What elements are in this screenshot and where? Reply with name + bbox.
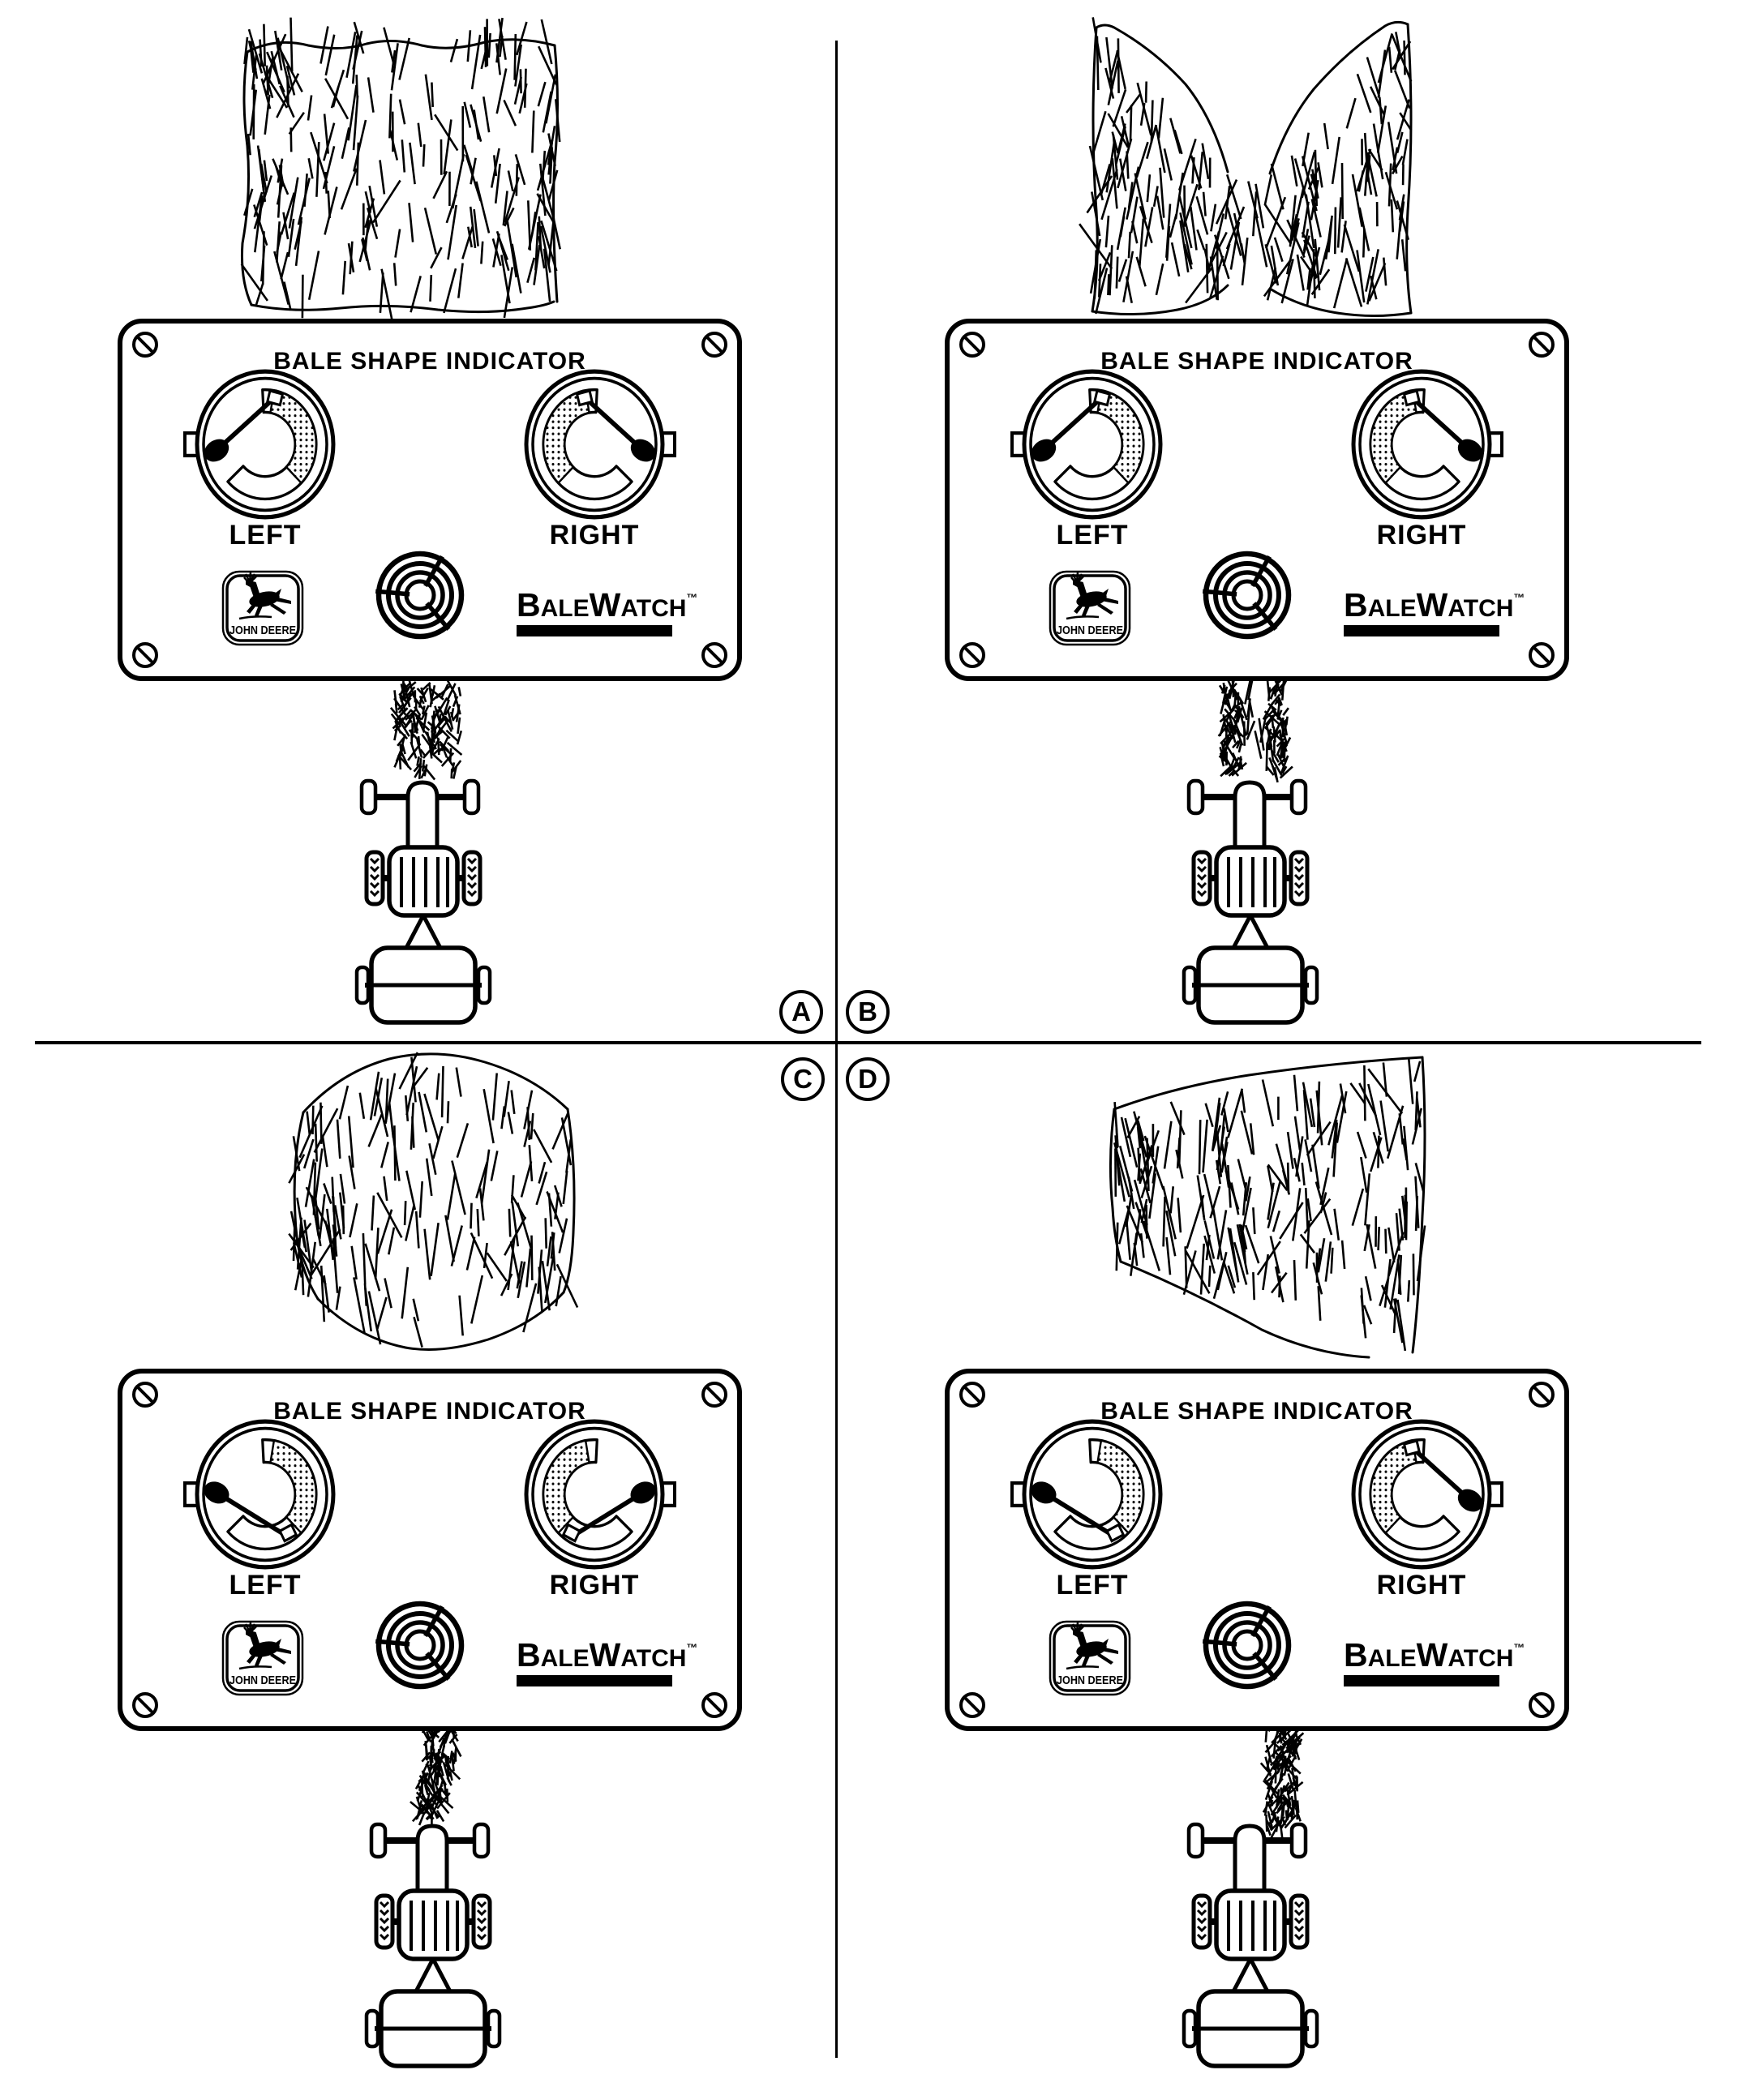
trademark-symbol: ™ [1513, 1641, 1525, 1654]
quadrant-label-b: B [846, 990, 890, 1034]
left-gauge-label: LEFT [1056, 1570, 1129, 1601]
speaker-icon [1202, 551, 1292, 640]
tractor-baler-illustration [357, 781, 490, 1022]
trademark-symbol: ™ [686, 1641, 698, 1654]
screw-icon [701, 642, 727, 668]
quadrant-letter: B [858, 996, 877, 1026]
john-deere-logo: JOHN DEERE [1049, 1620, 1131, 1696]
screw-icon [959, 642, 985, 668]
screw-icon [701, 332, 727, 358]
screw-icon [959, 1382, 985, 1408]
panel-title: BALE SHAPE INDICATOR [273, 348, 586, 375]
screw-icon [132, 332, 158, 358]
leaping-deer-icon [1066, 1622, 1118, 1670]
balewatch-underline-bar [517, 1675, 672, 1686]
quadrant-label-d: D [846, 1057, 890, 1101]
screw-icon [1529, 1692, 1555, 1718]
bale-shape-indicator-panel: BALE SHAPE INDICATOR LEFT RIGHT JOHN DEE… [945, 319, 1569, 681]
john-deere-wordmark: JOHN DEERE [1057, 1674, 1123, 1687]
bale-illustration-barrel [288, 1052, 579, 1351]
balewatch-brand: BALEWATCH™ [1344, 586, 1525, 636]
screw-icon [1529, 1382, 1555, 1408]
screw-icon [701, 1692, 727, 1718]
john-deere-wordmark: JOHN DEERE [229, 624, 296, 637]
right-bale-shape-gauge [1336, 351, 1507, 538]
windrow-illustration-wide [389, 677, 463, 781]
screw-icon [132, 642, 158, 668]
speaker-icon [375, 1601, 465, 1690]
leaping-deer-icon [238, 1622, 291, 1670]
right-bale-shape-gauge [509, 351, 680, 538]
right-gauge-label: RIGHT [1376, 520, 1467, 551]
right-bale-shape-gauge [1336, 1401, 1507, 1588]
windrow-illustration-edges [1217, 673, 1293, 783]
balewatch-brand: BALEWATCH™ [517, 1636, 698, 1686]
quadrant-letter: D [858, 1064, 877, 1094]
screw-icon [959, 1692, 985, 1718]
leaping-deer-icon [1066, 572, 1118, 620]
balewatch-brand: BALEWATCH™ [517, 586, 698, 636]
screw-icon [959, 332, 985, 358]
panel-title: BALE SHAPE INDICATOR [1100, 348, 1413, 375]
bale-illustration-lopsided [1109, 1056, 1426, 1359]
tractor-baler-illustration [367, 1824, 500, 2066]
left-gauge-label: LEFT [229, 1570, 302, 1601]
bale-illustration-even [240, 17, 561, 321]
john-deere-logo: JOHN DEERE [1049, 570, 1131, 646]
right-gauge-label: RIGHT [1376, 1570, 1467, 1601]
balewatch-underline-bar [1344, 625, 1499, 636]
john-deere-wordmark: JOHN DEERE [229, 1674, 296, 1687]
right-bale-shape-gauge [509, 1401, 680, 1588]
quadrant-label-c: C [781, 1057, 825, 1101]
quadrant-letter: A [791, 996, 811, 1026]
screw-icon [132, 1382, 158, 1408]
windrow-illustration-narrow-center [410, 1714, 462, 1826]
screw-icon [701, 1382, 727, 1408]
bale-shape-indicator-panel: BALE SHAPE INDICATOR LEFT RIGHT JOHN DEE… [118, 1369, 742, 1731]
panel-title: BALE SHAPE INDICATOR [273, 1398, 586, 1425]
left-bale-shape-gauge [180, 1401, 350, 1588]
john-deere-logo: JOHN DEERE [221, 570, 304, 646]
quadrant-label-a: A [779, 990, 823, 1034]
left-gauge-label: LEFT [229, 520, 302, 551]
tractor-baler-illustration [1184, 1824, 1317, 2066]
screw-icon [1529, 642, 1555, 668]
john-deere-logo: JOHN DEERE [221, 1620, 304, 1696]
balewatch-wordmark: BALEWATCH™ [517, 1636, 698, 1674]
balewatch-wordmark: BALEWATCH™ [517, 586, 698, 624]
right-gauge-label: RIGHT [549, 1570, 640, 1601]
balewatch-underline-bar [1344, 1675, 1499, 1686]
left-bale-shape-gauge [180, 351, 350, 538]
speaker-icon [1202, 1601, 1292, 1690]
bale-shape-indicator-panel: BALE SHAPE INDICATOR LEFT RIGHT JOHN DEE… [118, 319, 742, 681]
vertical-divider [835, 41, 838, 2058]
balewatch-brand: BALEWATCH™ [1344, 1636, 1525, 1686]
quadrant-letter: C [793, 1064, 813, 1094]
speaker-icon [375, 551, 465, 640]
screw-icon [1529, 332, 1555, 358]
tractor-baler-illustration [1184, 781, 1317, 1022]
trademark-symbol: ™ [1513, 591, 1525, 604]
left-bale-shape-gauge [1007, 1401, 1177, 1588]
horizontal-divider [35, 1041, 1701, 1044]
john-deere-wordmark: JOHN DEERE [1057, 624, 1123, 637]
left-gauge-label: LEFT [1056, 520, 1129, 551]
trademark-symbol: ™ [686, 591, 698, 604]
right-gauge-label: RIGHT [549, 520, 640, 551]
bale-illustration-center-dip [1079, 17, 1413, 318]
panel-title: BALE SHAPE INDICATOR [1100, 1398, 1413, 1425]
leaping-deer-icon [238, 572, 291, 620]
balewatch-underline-bar [517, 625, 672, 636]
bale-shape-indicator-panel: BALE SHAPE INDICATOR LEFT RIGHT JOHN DEE… [945, 1369, 1569, 1731]
balewatch-wordmark: BALEWATCH™ [1344, 1636, 1525, 1674]
left-bale-shape-gauge [1007, 351, 1177, 538]
balewatch-wordmark: BALEWATCH™ [1344, 586, 1525, 624]
screw-icon [132, 1692, 158, 1718]
